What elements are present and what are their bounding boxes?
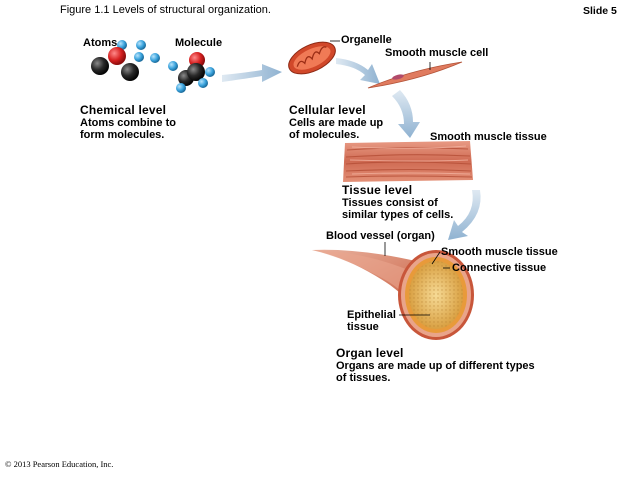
organ-level-block: Organ level Organs are made up of differ… xyxy=(336,346,535,384)
cellular-level-line1: Cells are made up xyxy=(289,117,384,129)
tissue-level-title: Tissue level xyxy=(342,183,413,197)
molecule-illustration xyxy=(168,52,215,93)
arrow-molecule-to-organelle xyxy=(222,64,282,82)
atom-red-icon xyxy=(108,47,126,65)
arrow-cell-to-tissue xyxy=(392,90,420,138)
tissue-level-line1: Tissues consist of xyxy=(342,197,438,209)
smooth-muscle-tissue-icon xyxy=(343,141,473,182)
vessel-smooth-muscle-label: Smooth muscle tissue xyxy=(441,246,558,258)
smooth-muscle-tissue-label: Smooth muscle tissue xyxy=(430,131,547,143)
atom-blue-icon xyxy=(198,78,208,88)
epithelial-tissue-label-1: Epithelial xyxy=(347,309,396,321)
cellular-level-line2: of molecules. xyxy=(289,129,360,141)
organ-level-line1: Organs are made up of different types xyxy=(336,360,535,372)
epithelial-tissue-label-2: tissue xyxy=(347,321,379,333)
atom-blue-icon xyxy=(136,40,146,50)
connective-tissue-label: Connective tissue xyxy=(452,262,547,274)
atom-black-icon xyxy=(121,63,139,81)
arrow-organelle-to-cell xyxy=(336,58,380,84)
atom-blue-icon xyxy=(150,53,160,63)
chemical-level-line2: form molecules. xyxy=(80,129,165,141)
atoms-illustration xyxy=(91,40,160,81)
copyright: © 2013 Pearson Education, Inc. xyxy=(5,459,114,469)
atom-black-icon xyxy=(187,63,205,81)
smooth-muscle-cell-label: Smooth muscle cell xyxy=(385,47,489,59)
atom-black-icon xyxy=(91,57,109,75)
chemical-level-line1: Atoms combine to xyxy=(80,117,176,129)
atom-blue-icon xyxy=(205,67,215,77)
mitochondrion-icon xyxy=(288,41,336,75)
tissue-level-block: Tissue level Tissues consist of similar … xyxy=(342,183,453,221)
atom-blue-icon xyxy=(134,52,144,62)
organelle-label: Organelle xyxy=(341,34,392,46)
atom-blue-icon xyxy=(176,83,186,93)
smooth-muscle-cell-icon xyxy=(367,61,463,89)
blood-vessel-label: Blood vessel (organ) xyxy=(326,230,435,242)
molecule-label: Molecule xyxy=(175,37,223,49)
organ-level-title: Organ level xyxy=(336,346,404,360)
slide-label: Slide 5 xyxy=(583,5,617,17)
figure-title: Figure 1.1 Levels of structural organiza… xyxy=(60,4,271,16)
atoms-label: Atoms xyxy=(83,37,118,49)
organ-level-line2: of tissues. xyxy=(336,372,391,384)
atom-blue-icon xyxy=(168,61,178,71)
chemical-level-title: Chemical level xyxy=(80,103,167,117)
chemical-level-block: Chemical level Atoms combine to form mol… xyxy=(80,103,176,141)
arrow-tissue-to-organ xyxy=(448,190,481,240)
blood-vessel-icon xyxy=(312,249,474,340)
vessel-muscle-leader xyxy=(431,251,441,265)
cellular-level-block: Cellular level Cells are made up of mole… xyxy=(289,103,383,141)
tissue-level-line2: similar types of cells. xyxy=(342,209,454,221)
cellular-level-title: Cellular level xyxy=(289,103,366,117)
